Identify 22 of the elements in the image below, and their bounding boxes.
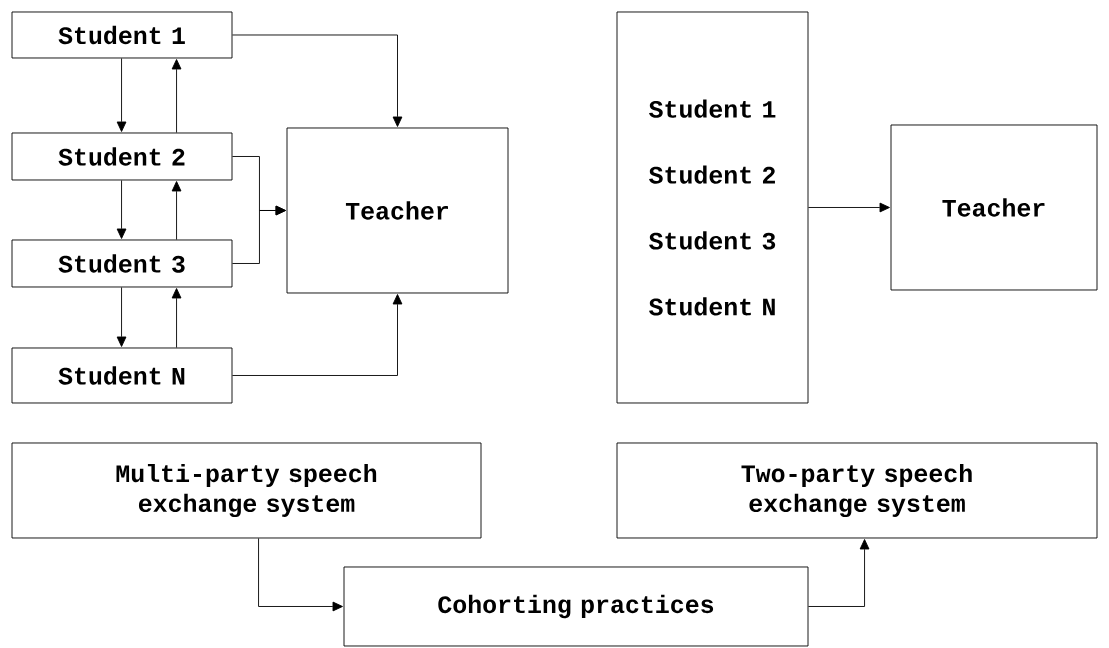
arrow <box>116 58 127 132</box>
process-box: Cohorting practices <box>343 566 809 647</box>
arrow <box>232 294 403 376</box>
student-box: Student 1 <box>11 11 233 59</box>
student-box: Student 2 <box>11 132 233 181</box>
arrow <box>232 205 286 264</box>
arrow <box>171 181 182 240</box>
teacher-box: Teacher <box>890 124 1098 291</box>
arrow <box>258 538 343 612</box>
student-box: Student N <box>11 347 233 404</box>
students-group-box: Student 1 Student 2 Student 3 Student N <box>616 11 809 404</box>
arrow <box>116 287 127 347</box>
arrow <box>232 34 403 127</box>
system-box: Two-party speech exchange system <box>616 442 1098 539</box>
arrow <box>171 59 182 133</box>
student-box: Student 3 <box>11 239 233 288</box>
arrow <box>808 539 870 607</box>
teacher-box: Teacher <box>286 127 509 294</box>
arrow <box>808 202 890 213</box>
arrow <box>116 180 127 239</box>
arrow <box>171 288 182 348</box>
system-box: Multi-party speech exchange system <box>11 442 482 539</box>
